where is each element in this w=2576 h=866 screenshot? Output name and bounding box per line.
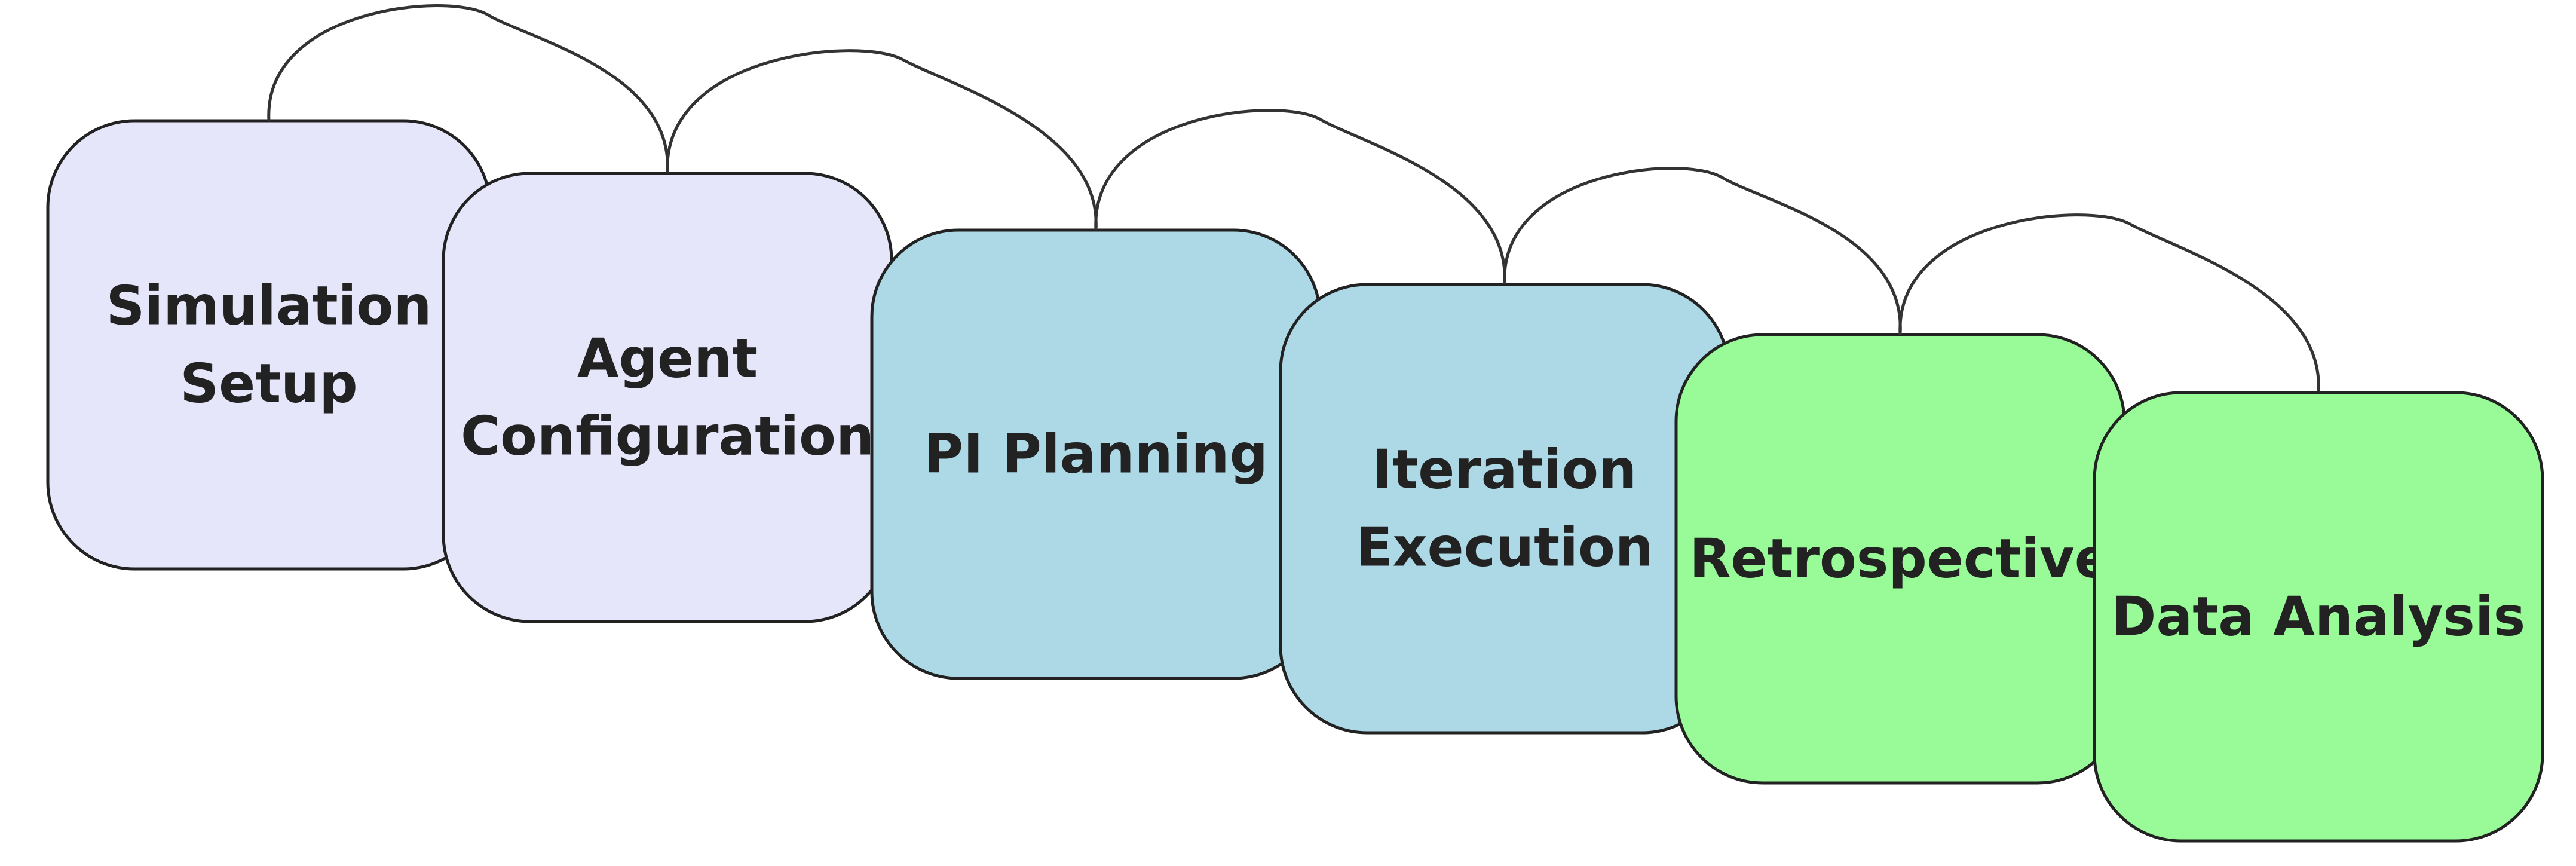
edge-retrospective-to-data-analysis xyxy=(1898,213,2321,392)
node-box-data-analysis xyxy=(2093,391,2544,843)
node-label-agent-configuration-line-2: Configuration xyxy=(461,405,874,468)
node-label-iteration-execution-line-1: Iteration xyxy=(1373,439,1637,501)
node-box-iteration-execution xyxy=(1279,283,1730,735)
node-label-data-analysis-line-1: Data Analysis xyxy=(2112,586,2526,648)
node-label-pi-planning-line-1: PI Planning xyxy=(924,423,1268,486)
edge-simulation-setup-to-agent-configuration xyxy=(267,4,670,173)
edge-iteration-execution-to-retrospective xyxy=(1503,167,1903,334)
node-box-agent-configuration xyxy=(442,172,893,623)
node-label-retrospective-line-1: Retrospective xyxy=(1689,528,2111,590)
node-data-analysis: Data Analysis xyxy=(2093,391,2544,843)
node-label-agent-configuration-line-1: Agent xyxy=(577,328,758,390)
node-pi-planning: PI Planning xyxy=(870,228,1322,680)
node-label-iteration-execution-line-2: Execution xyxy=(1356,516,1653,579)
edge-agent-configuration-to-pi-planning xyxy=(666,49,1098,229)
edges-layer xyxy=(267,4,2321,392)
node-label-simulation-setup-line-2: Setup xyxy=(180,353,357,415)
node-retrospective: Retrospective xyxy=(1674,333,2126,785)
node-box-simulation-setup xyxy=(46,119,492,571)
edge-pi-planning-to-iteration-execution xyxy=(1094,109,1507,284)
node-label-simulation-setup-line-1: Simulation xyxy=(106,275,432,338)
